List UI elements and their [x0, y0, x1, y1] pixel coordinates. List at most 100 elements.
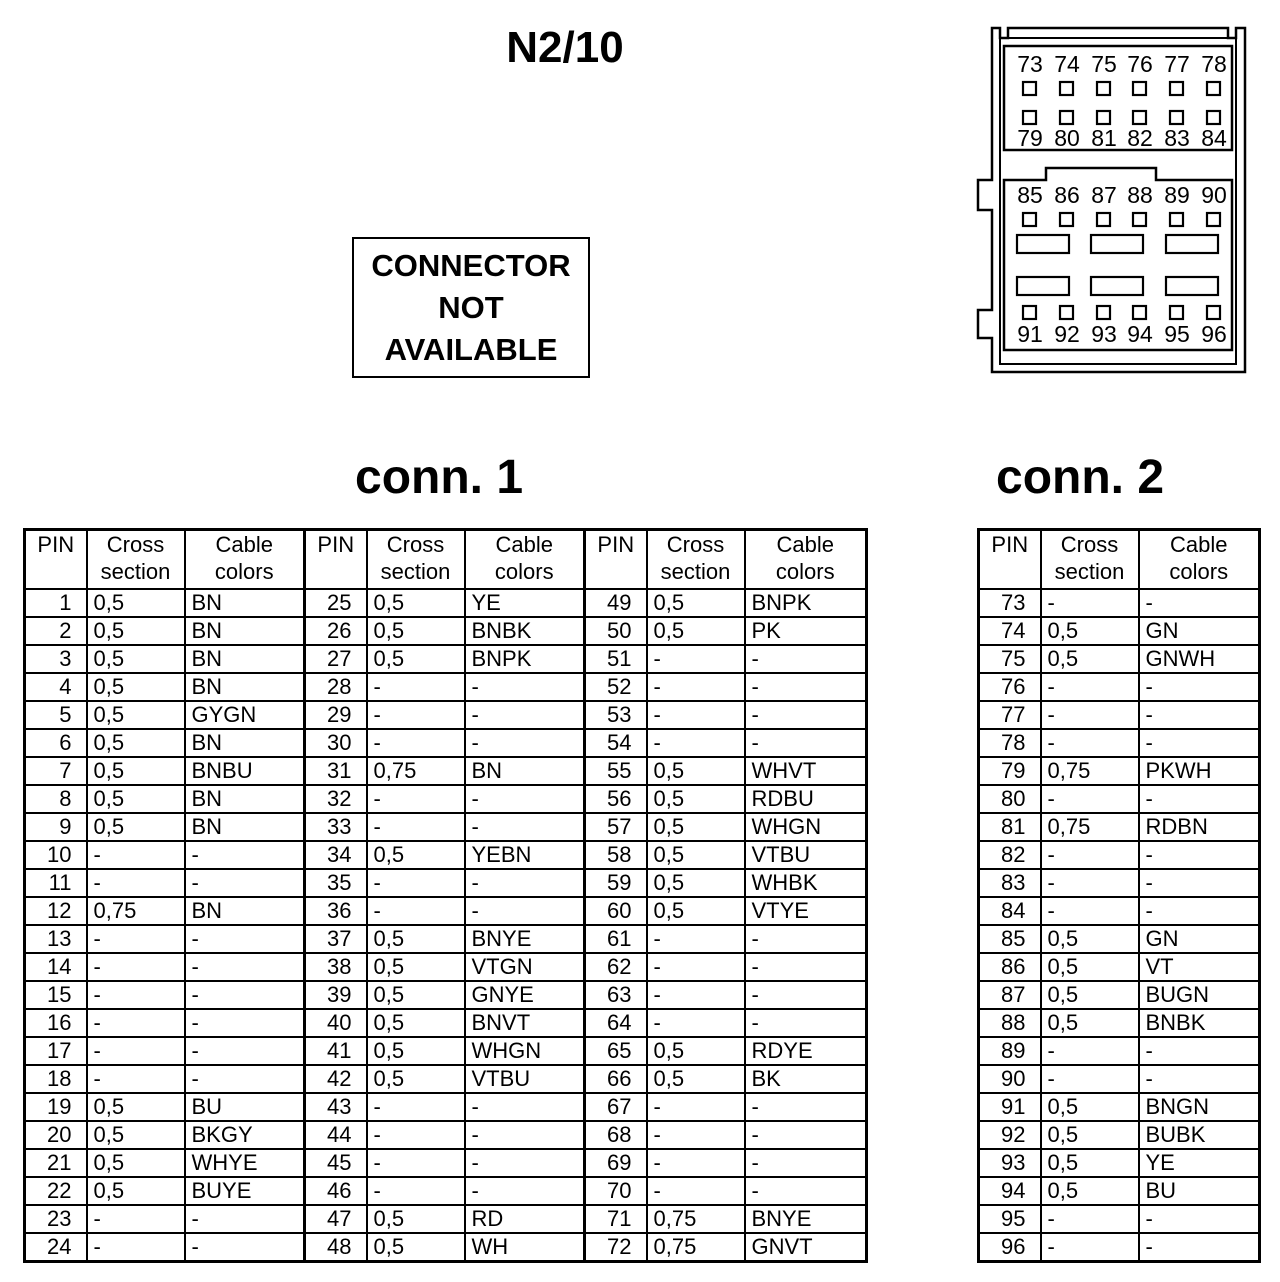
- cable-color-value: WHGN: [743, 812, 868, 842]
- pin-number: 91: [977, 1092, 1042, 1122]
- table-row: 77--: [977, 700, 1261, 730]
- cable-color-value: -: [743, 980, 868, 1010]
- pin-label: 87: [1091, 182, 1117, 208]
- cross-section-value: 0,5: [1039, 1176, 1140, 1206]
- pin-square: [1205, 80, 1222, 97]
- cross-section-value: -: [85, 924, 186, 954]
- pin-square: [1168, 80, 1185, 97]
- cross-section-value: 0,5: [85, 1092, 186, 1122]
- cross-section-value: -: [365, 672, 466, 702]
- header-pin: PIN: [23, 528, 88, 590]
- header-cross-section: Cross section: [85, 528, 186, 590]
- cable-color-value: GN: [1137, 616, 1261, 646]
- pin-number: 68: [583, 1120, 648, 1150]
- cable-color-value: GYGN: [183, 700, 306, 730]
- pin-label: 95: [1164, 321, 1190, 347]
- cross-section-value: 0,5: [645, 1036, 746, 1066]
- cable-color-value: -: [183, 1204, 306, 1234]
- pin-number: 15: [23, 980, 88, 1010]
- pin-number: 12: [23, 896, 88, 926]
- pin-number: 46: [303, 1176, 368, 1206]
- cross-section-value: 0,5: [85, 700, 186, 730]
- pin-number: 7: [23, 756, 88, 786]
- table-row: 89--: [977, 1036, 1261, 1066]
- pin-square: [1168, 304, 1185, 321]
- header-cable-colors: Cable colors: [463, 528, 586, 590]
- pin-square: [1058, 304, 1075, 321]
- pin-number: 71: [583, 1204, 648, 1234]
- pin-number: 66: [583, 1064, 648, 1094]
- conn1-heading: conn. 1: [355, 451, 524, 504]
- pin-number: 22: [23, 1176, 88, 1206]
- cross-section-value: -: [365, 1148, 466, 1178]
- cross-section-value: 0,5: [645, 812, 746, 842]
- cross-section-value: 0,5: [365, 840, 466, 870]
- cable-color-value: -: [1137, 1232, 1261, 1263]
- cross-section-value: -: [365, 1176, 466, 1206]
- cable-color-value: -: [1137, 588, 1261, 618]
- cross-section-value: 0,75: [645, 1204, 746, 1234]
- pin-number: 78: [977, 728, 1042, 758]
- pin-number: 36: [303, 896, 368, 926]
- table-row: 80--: [977, 784, 1261, 814]
- pin-number: 87: [977, 980, 1042, 1010]
- pin-label: 88: [1127, 182, 1153, 208]
- cross-section-value: 0,5: [645, 616, 746, 646]
- cross-section-value: -: [365, 700, 466, 730]
- pin-number: 48: [303, 1232, 368, 1263]
- cable-color-value: -: [743, 1120, 868, 1150]
- cable-color-value: YE: [463, 588, 586, 618]
- pin-number: 51: [583, 644, 648, 674]
- pin-number: 67: [583, 1092, 648, 1122]
- pin-label: 79: [1017, 125, 1043, 151]
- pin-label: 85: [1017, 182, 1043, 208]
- pin-number: 76: [977, 672, 1042, 702]
- cross-section-value: 0,5: [1039, 644, 1140, 674]
- cross-section-value: -: [85, 1232, 186, 1263]
- pin-number: 43: [303, 1092, 368, 1122]
- cable-color-value: -: [1137, 868, 1261, 898]
- cable-color-value: VTBU: [463, 1064, 586, 1094]
- pin-number: 88: [977, 1008, 1042, 1038]
- cable-color-value: BN: [183, 672, 306, 702]
- cable-color-value: BUGN: [1137, 980, 1261, 1010]
- cable-color-value: -: [1137, 784, 1261, 814]
- pin-label: 81: [1091, 125, 1117, 151]
- cross-section-value: 0,5: [645, 784, 746, 814]
- pin-number: 49: [583, 588, 648, 618]
- pin-square: [1058, 80, 1075, 97]
- cross-section-value: 0,5: [645, 1064, 746, 1094]
- cross-section-value: -: [645, 1176, 746, 1206]
- notice-line-1: CONNECTOR: [371, 247, 571, 283]
- cable-color-value: PK: [743, 616, 868, 646]
- cross-section-value: 0,5: [85, 588, 186, 618]
- cable-color-value: BN: [183, 588, 306, 618]
- key-slot: [1164, 233, 1220, 255]
- pin-number: 42: [303, 1064, 368, 1094]
- cross-section-value: 0,5: [85, 756, 186, 786]
- cross-section-value: 0,5: [85, 1176, 186, 1206]
- cable-color-value: -: [463, 896, 586, 926]
- cable-color-value: VT: [1137, 952, 1261, 982]
- key-slot: [1089, 233, 1145, 255]
- cable-color-value: -: [463, 672, 586, 702]
- pin-number: 95: [977, 1204, 1042, 1234]
- cross-section-value: -: [645, 952, 746, 982]
- pin-number: 47: [303, 1204, 368, 1234]
- cross-section-value: -: [85, 1204, 186, 1234]
- cable-color-value: BN: [183, 728, 306, 758]
- pin-square: [1131, 304, 1148, 321]
- cable-color-value: BN: [463, 756, 586, 786]
